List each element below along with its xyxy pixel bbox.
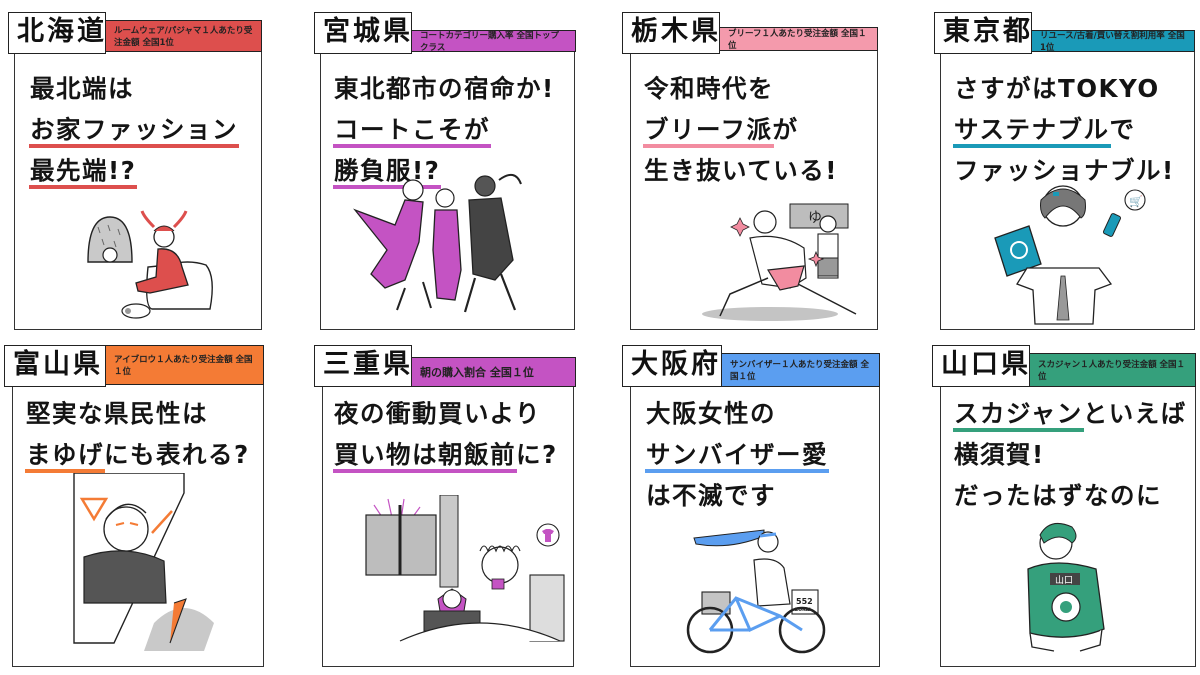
- headline-line: 令和時代を: [644, 68, 838, 109]
- headline-line: 夜の衝動買いより: [334, 393, 558, 434]
- ranking-badge: ブリーフ１人あたり受注金額 全国１位: [718, 27, 878, 51]
- headline-text: 東北都市の宿命か!: [334, 74, 555, 103]
- illustration-coat-posing-trio: [353, 173, 522, 313]
- headline-line: 買い物は朝飯前に?: [333, 434, 558, 475]
- card-mie[interactable]: 三重県 朝の購入割合 全国１位 夜の衝動買いより買い物は朝飯前に?: [310, 345, 600, 667]
- ranking-badge: スカジャン１人あたり受注金額 全国１位: [1028, 353, 1196, 387]
- headline-line: ファッショナブル!: [954, 150, 1175, 191]
- headline-line: 横須賀!: [954, 434, 1187, 475]
- card-tokyo[interactable]: 東京都 リユース/古着/買い替え割利用率 全国1位 さすがはTOKYO サステナブ…: [930, 12, 1200, 330]
- card-frame: [630, 373, 880, 667]
- card-yamaguchi[interactable]: 山口県 スカジャン１人あたり受注金額 全国１位 スカジャンといえば横須賀! だった…: [930, 345, 1200, 667]
- headline-text: 堅実な県民性は: [26, 399, 208, 428]
- headline: 令和時代をブリーフ派が生き抜いている!: [643, 68, 838, 191]
- headline-text: 最北端は: [30, 74, 134, 103]
- jacket-text: 山口: [1055, 575, 1073, 586]
- headline-text: だったはずなのに: [954, 481, 1162, 510]
- headline-line: お家ファッション: [29, 109, 239, 150]
- prefecture-name: 富山県: [4, 345, 106, 387]
- ranking-badge: リユース/古着/買い替え割利用率 全国1位: [1030, 30, 1195, 53]
- headline-text: 夜の衝動買いより: [334, 399, 542, 428]
- ranking-badge: 朝の購入割合 全国１位: [410, 357, 576, 387]
- headline-line: 大阪女性の: [646, 393, 828, 434]
- card-tochigi[interactable]: 栃木県 ブリーフ１人あたり受注金額 全国１位 令和時代をブリーフ派が生き抜いてい…: [620, 12, 890, 330]
- ranking-badge: サンバイザー１人あたり受注金額 全国１位: [720, 353, 880, 387]
- prefecture-name: 山口県: [932, 345, 1030, 387]
- prefecture-name: 北海道: [8, 12, 106, 54]
- illustration-drawing-eyebrows: [73, 473, 214, 651]
- headline-line: 堅実な県民性は: [26, 393, 250, 434]
- card-miyagi[interactable]: 宮城県 コートカテゴリー購入率 全国トップクラス 東北都市の宿命か! コートこそが…: [310, 12, 600, 330]
- headline: 最北端はお家ファッション最先端!?: [28, 68, 239, 191]
- highlighted-text: 買い物は朝飯前: [333, 434, 517, 475]
- highlighted-text: サステナブル: [953, 109, 1111, 150]
- prefecture-name: 三重県: [314, 345, 412, 387]
- prefecture-name: 宮城県: [314, 12, 412, 54]
- card-osaka[interactable]: 大阪府 サンバイザー１人あたり受注金額 全国１位 大阪女性のサンバイザー愛は不滅…: [620, 345, 890, 667]
- headline-text: 大阪女性の: [646, 399, 776, 428]
- headline-text: 生き抜いている!: [644, 156, 838, 185]
- headline-text: といえば: [1082, 399, 1187, 428]
- headline-line: だったはずなのに: [954, 475, 1187, 516]
- headline-line: スカジャンといえば: [953, 393, 1187, 434]
- highlighted-text: まゆげ: [25, 434, 105, 475]
- prefecture-name: 大阪府: [622, 345, 722, 387]
- headline: 堅実な県民性はまゆげにも表れる?: [25, 393, 250, 475]
- highlighted-text: 勝負服!?: [332, 150, 442, 191]
- headline-line: 東北都市の宿命か!: [334, 68, 555, 109]
- headline-text: で: [1109, 115, 1136, 144]
- highlighted-text: 最先端!?: [28, 150, 138, 191]
- headline-text: ファッショナブル!: [954, 156, 1175, 185]
- highlighted-text: スカジャン: [953, 393, 1084, 434]
- headline-line: サンバイザー愛: [645, 434, 829, 475]
- svg-text:🛒: 🛒: [1129, 195, 1143, 208]
- illustration-morning-shopping-bed: [365, 495, 565, 642]
- headline-line: 勝負服!?: [332, 150, 555, 191]
- ranking-badge: コートカテゴリー購入率 全国トップクラス: [410, 30, 576, 53]
- headline-text: 令和時代を: [644, 74, 774, 103]
- headline: 東北都市の宿命か! コートこそが勝負服!?: [332, 68, 555, 191]
- highlighted-text: ブリーフ派: [643, 109, 774, 150]
- highlighted-text: お家ファッション: [29, 109, 239, 150]
- card-hokkaido[interactable]: 北海道 ルームウェア/パジャマ１人あたり受注金額 全国1位 最北端はお家ファッシ…: [8, 12, 264, 330]
- headline-line: まゆげにも表れる?: [25, 434, 250, 475]
- illustration-sukajan-jacket: 山口: [1027, 522, 1105, 652]
- headline: さすがはTOKYO サステナブルでファッショナブル!: [953, 68, 1175, 191]
- bag-number: 552: [796, 597, 813, 606]
- headline-line: コートこそが: [333, 109, 555, 150]
- headline: 大阪女性のサンバイザー愛は不滅です: [645, 393, 829, 516]
- illustration-skytree-tshirt-girl: 🛒: [994, 185, 1146, 325]
- svg-text:ゆ: ゆ: [808, 210, 822, 226]
- headline-text: さすがはTOKYO: [954, 74, 1160, 103]
- headline-text: に?: [516, 440, 558, 469]
- card-frame: [630, 40, 878, 330]
- illustration-pajamas-armchair: [87, 210, 213, 319]
- headline-line: サステナブルで: [953, 109, 1175, 150]
- highlighted-text: コートこそが: [333, 109, 491, 150]
- headline-text: にも表れる?: [104, 440, 250, 469]
- headline-line: 生き抜いている!: [644, 150, 838, 191]
- bag-brand: ZORAI: [795, 607, 811, 613]
- ranking-badge: アイブロウ１人あたり受注金額 全国１位: [104, 345, 264, 385]
- highlighted-text: サンバイザー愛: [645, 434, 829, 475]
- illustration-briefs-stretch: ゆ: [702, 203, 857, 321]
- headline-line: さすがはTOKYO: [954, 68, 1175, 109]
- headline-line: 最先端!?: [28, 150, 238, 191]
- headline-line: 最北端は: [30, 68, 238, 109]
- headline-line: は不滅です: [646, 475, 828, 516]
- headline-line: ブリーフ派が: [643, 109, 838, 150]
- headline-text: は不滅です: [646, 481, 776, 510]
- ranking-badge: ルームウェア/パジャマ１人あたり受注金額 全国1位: [104, 20, 262, 52]
- headline-text: 横須賀!: [954, 440, 1045, 469]
- headline: スカジャンといえば横須賀! だったはずなのに: [953, 393, 1187, 516]
- headline: 夜の衝動買いより買い物は朝飯前に?: [333, 393, 558, 475]
- prefecture-name: 栃木県: [622, 12, 720, 54]
- headline-text: が: [772, 115, 799, 144]
- illustration-sun-visor-bicycle: 552 ZORAI: [686, 529, 826, 654]
- prefecture-name: 東京都: [934, 12, 1032, 54]
- card-toyama[interactable]: 富山県 アイブロウ１人あたり受注金額 全国１位 堅実な県民性はまゆげにも表れる?: [4, 345, 268, 667]
